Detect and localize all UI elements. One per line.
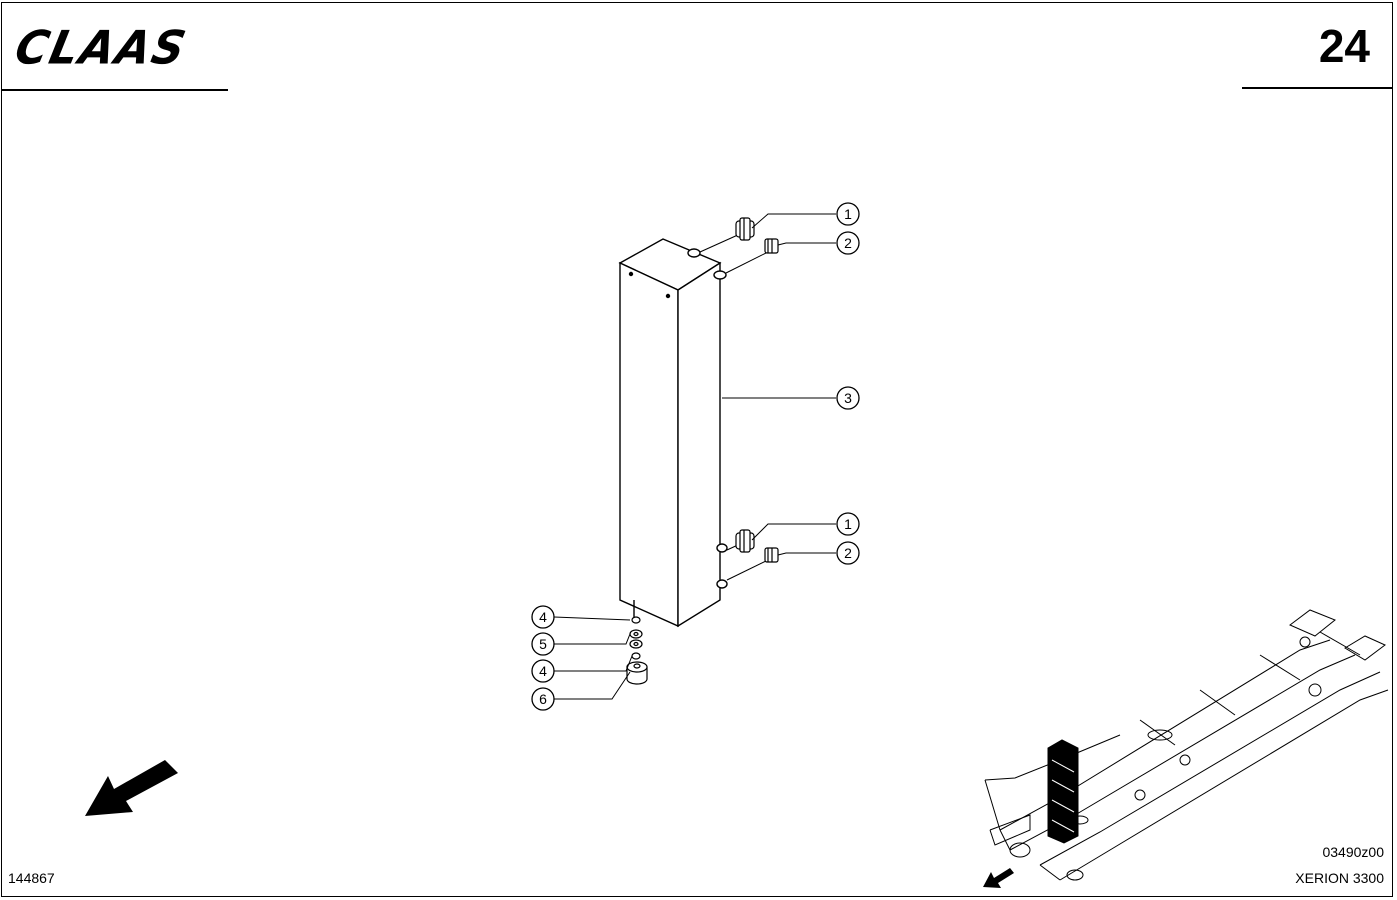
plug-upper bbox=[764, 238, 779, 254]
callout-label: 4 bbox=[539, 663, 547, 679]
callout-label: 4 bbox=[539, 609, 547, 625]
callout-balloon: 2 bbox=[836, 541, 860, 565]
callout-balloon: 2 bbox=[836, 231, 860, 255]
callout-label: 1 bbox=[844, 206, 852, 222]
callout-balloon: 3 bbox=[836, 386, 860, 410]
callout-label: 3 bbox=[844, 390, 852, 406]
document-number: 144867 bbox=[8, 870, 55, 886]
callout-balloon: 6 bbox=[531, 687, 555, 711]
brand-underline bbox=[2, 89, 228, 91]
plug-lower bbox=[764, 547, 779, 563]
callout-balloon: 1 bbox=[836, 512, 860, 536]
frame-locator-thumbnail bbox=[984, 609, 1389, 881]
page-number: 24 bbox=[1318, 20, 1370, 72]
callout-label: 1 bbox=[844, 516, 852, 532]
cooler-body bbox=[618, 238, 728, 628]
assembly-lines bbox=[699, 233, 769, 581]
callout-balloon: 4 bbox=[531, 659, 555, 683]
page-number-underline bbox=[1242, 87, 1392, 89]
model-name: XERION 3300 bbox=[1295, 870, 1384, 886]
direction-arrow-icon bbox=[85, 760, 178, 816]
callout-balloon: 4 bbox=[531, 605, 555, 629]
callout-label: 2 bbox=[844, 545, 852, 561]
drawing-code: 03490z00 bbox=[1322, 844, 1384, 860]
fitting-upper bbox=[735, 217, 755, 241]
callout-label: 5 bbox=[539, 636, 547, 652]
mounting-stack bbox=[626, 616, 648, 685]
callout-label: 6 bbox=[539, 691, 547, 707]
callout-leaders bbox=[553, 213, 836, 700]
callout-balloon: 1 bbox=[836, 202, 860, 226]
callout-balloon: 5 bbox=[531, 632, 555, 656]
fitting-lower bbox=[735, 529, 755, 553]
callout-label: 2 bbox=[844, 235, 852, 251]
locator-direction-arrow-icon bbox=[983, 868, 1014, 888]
